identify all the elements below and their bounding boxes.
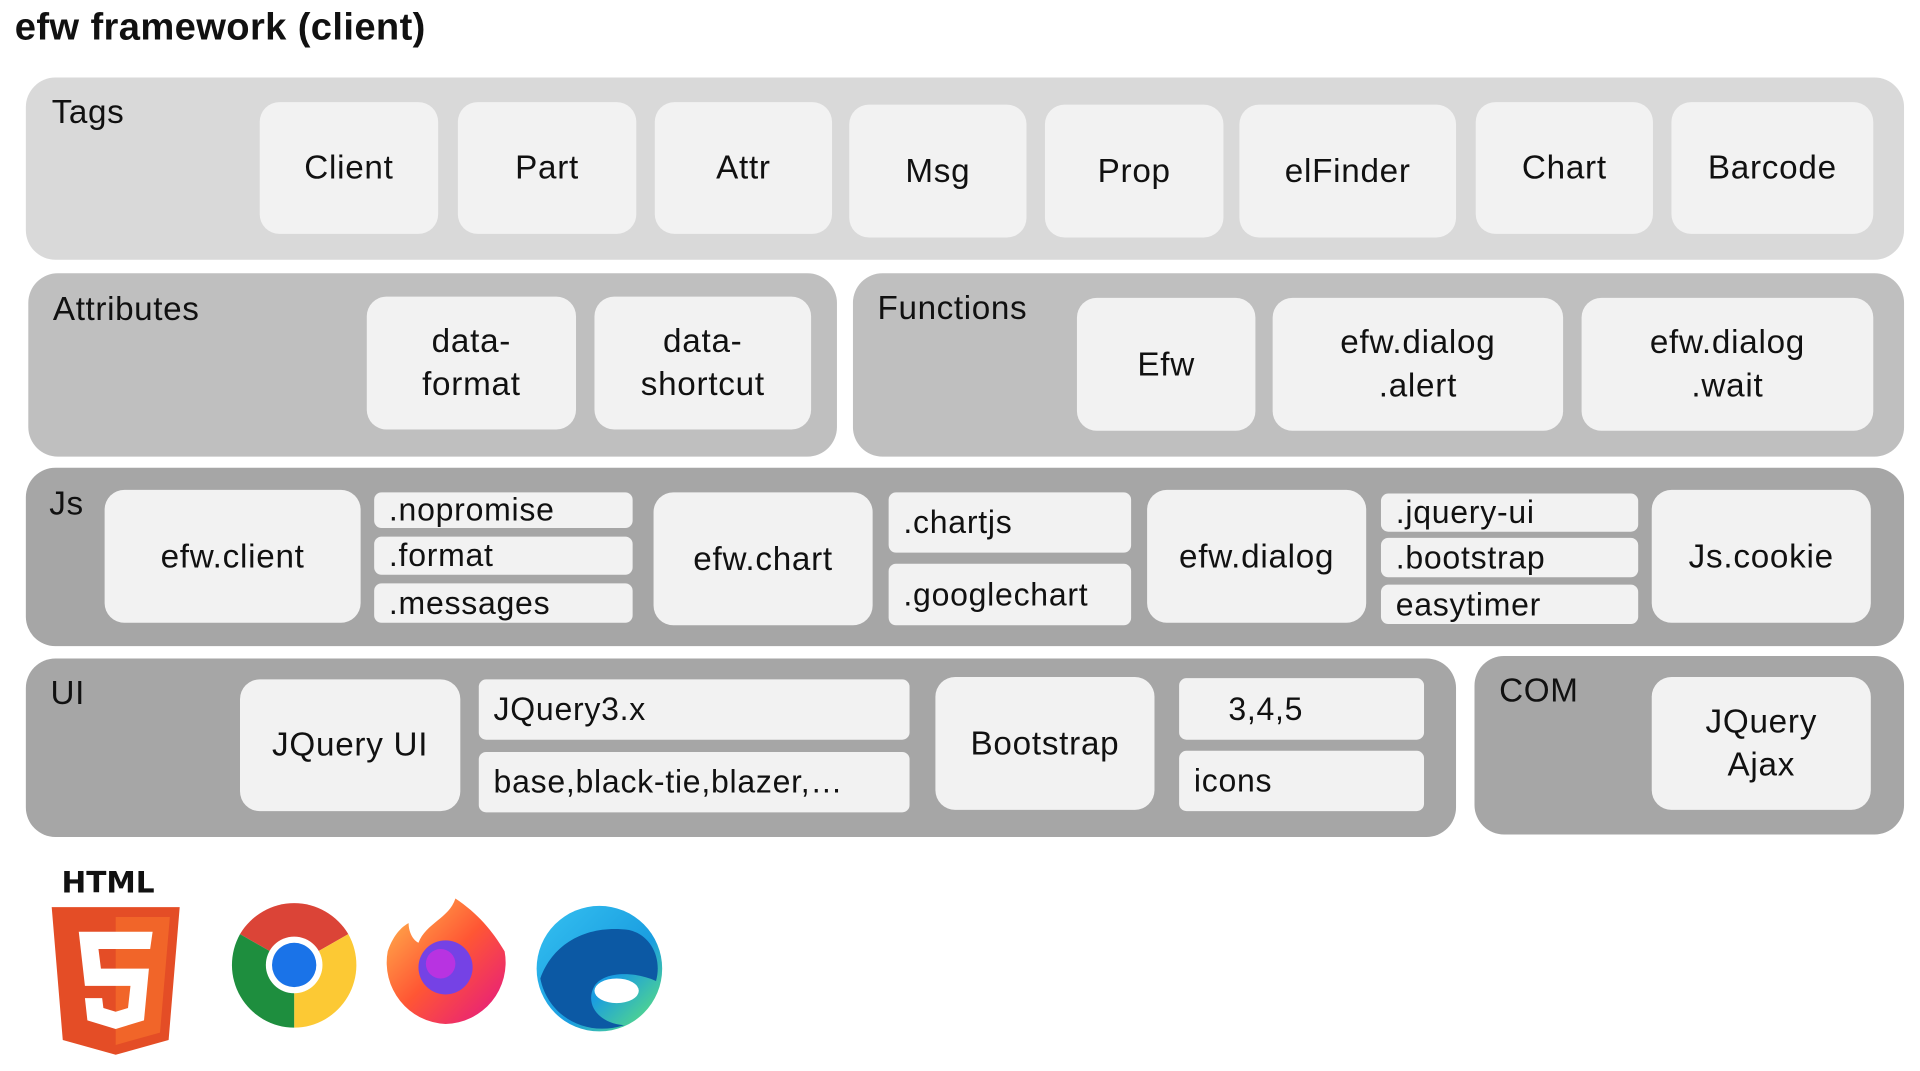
- js-efw-dialog: efw.dialog: [1147, 489, 1367, 623]
- js-label: Js: [49, 484, 84, 522]
- js-chartjs: .chartjs: [888, 492, 1132, 553]
- page-title: efw framework (client): [14, 4, 426, 49]
- js-efw-chart: efw.chart: [653, 492, 873, 626]
- attr-data-format: data- format: [366, 296, 577, 430]
- tags-label: Tags: [51, 93, 125, 131]
- function-dialog-wait: efw.dialog .wait: [1581, 297, 1874, 431]
- tag-prop: Prop: [1044, 104, 1224, 238]
- js-format: .format: [374, 536, 633, 575]
- js-bootstrap: .bootstrap: [1380, 537, 1639, 578]
- ui-bootstrap-icons: icons: [1179, 750, 1425, 812]
- chrome-icon: [231, 902, 357, 1028]
- function-dialog-alert: efw.dialog .alert: [1272, 297, 1564, 431]
- edge-icon: [535, 905, 664, 1034]
- functions-label: Functions: [877, 289, 1028, 327]
- com-label: COM: [1499, 672, 1579, 709]
- ui-label: UI: [50, 674, 85, 712]
- tag-client: Client: [259, 102, 439, 234]
- tag-part: Part: [457, 102, 637, 234]
- ui-jquery3: JQuery3.x: [478, 679, 910, 740]
- com-jquery-ajax: JQuery Ajax: [1651, 676, 1871, 810]
- html5-icon: HTML: [49, 865, 184, 1056]
- tag-msg: Msg: [849, 104, 1027, 238]
- js-jquery-ui: .jquery-ui: [1380, 493, 1639, 532]
- js-cookie: Js.cookie: [1651, 489, 1871, 623]
- js-googlechart: .googlechart: [888, 563, 1132, 626]
- tag-elfinder: elFinder: [1239, 104, 1457, 238]
- ui-bootstrap: Bootstrap: [935, 676, 1155, 810]
- ui-themes: base,black-tie,blazer,…: [478, 752, 910, 813]
- tag-chart: Chart: [1475, 102, 1653, 234]
- js-messages: .messages: [374, 583, 633, 623]
- attr-data-shortcut: data- shortcut: [594, 296, 812, 430]
- attributes-label: Attributes: [52, 290, 200, 328]
- function-efw: Efw: [1076, 297, 1256, 431]
- tag-barcode: Barcode: [1671, 102, 1874, 234]
- js-nopromise: .nopromise: [374, 492, 633, 529]
- js-efw-client: efw.client: [104, 489, 361, 623]
- firefox-icon: [382, 896, 511, 1025]
- ui-jquery-ui: JQuery UI: [240, 679, 461, 812]
- js-easytimer: easytimer: [1380, 584, 1639, 625]
- tag-attr: Attr: [654, 102, 833, 234]
- ui-bootstrap-versions: 3,4,5: [1179, 678, 1425, 740]
